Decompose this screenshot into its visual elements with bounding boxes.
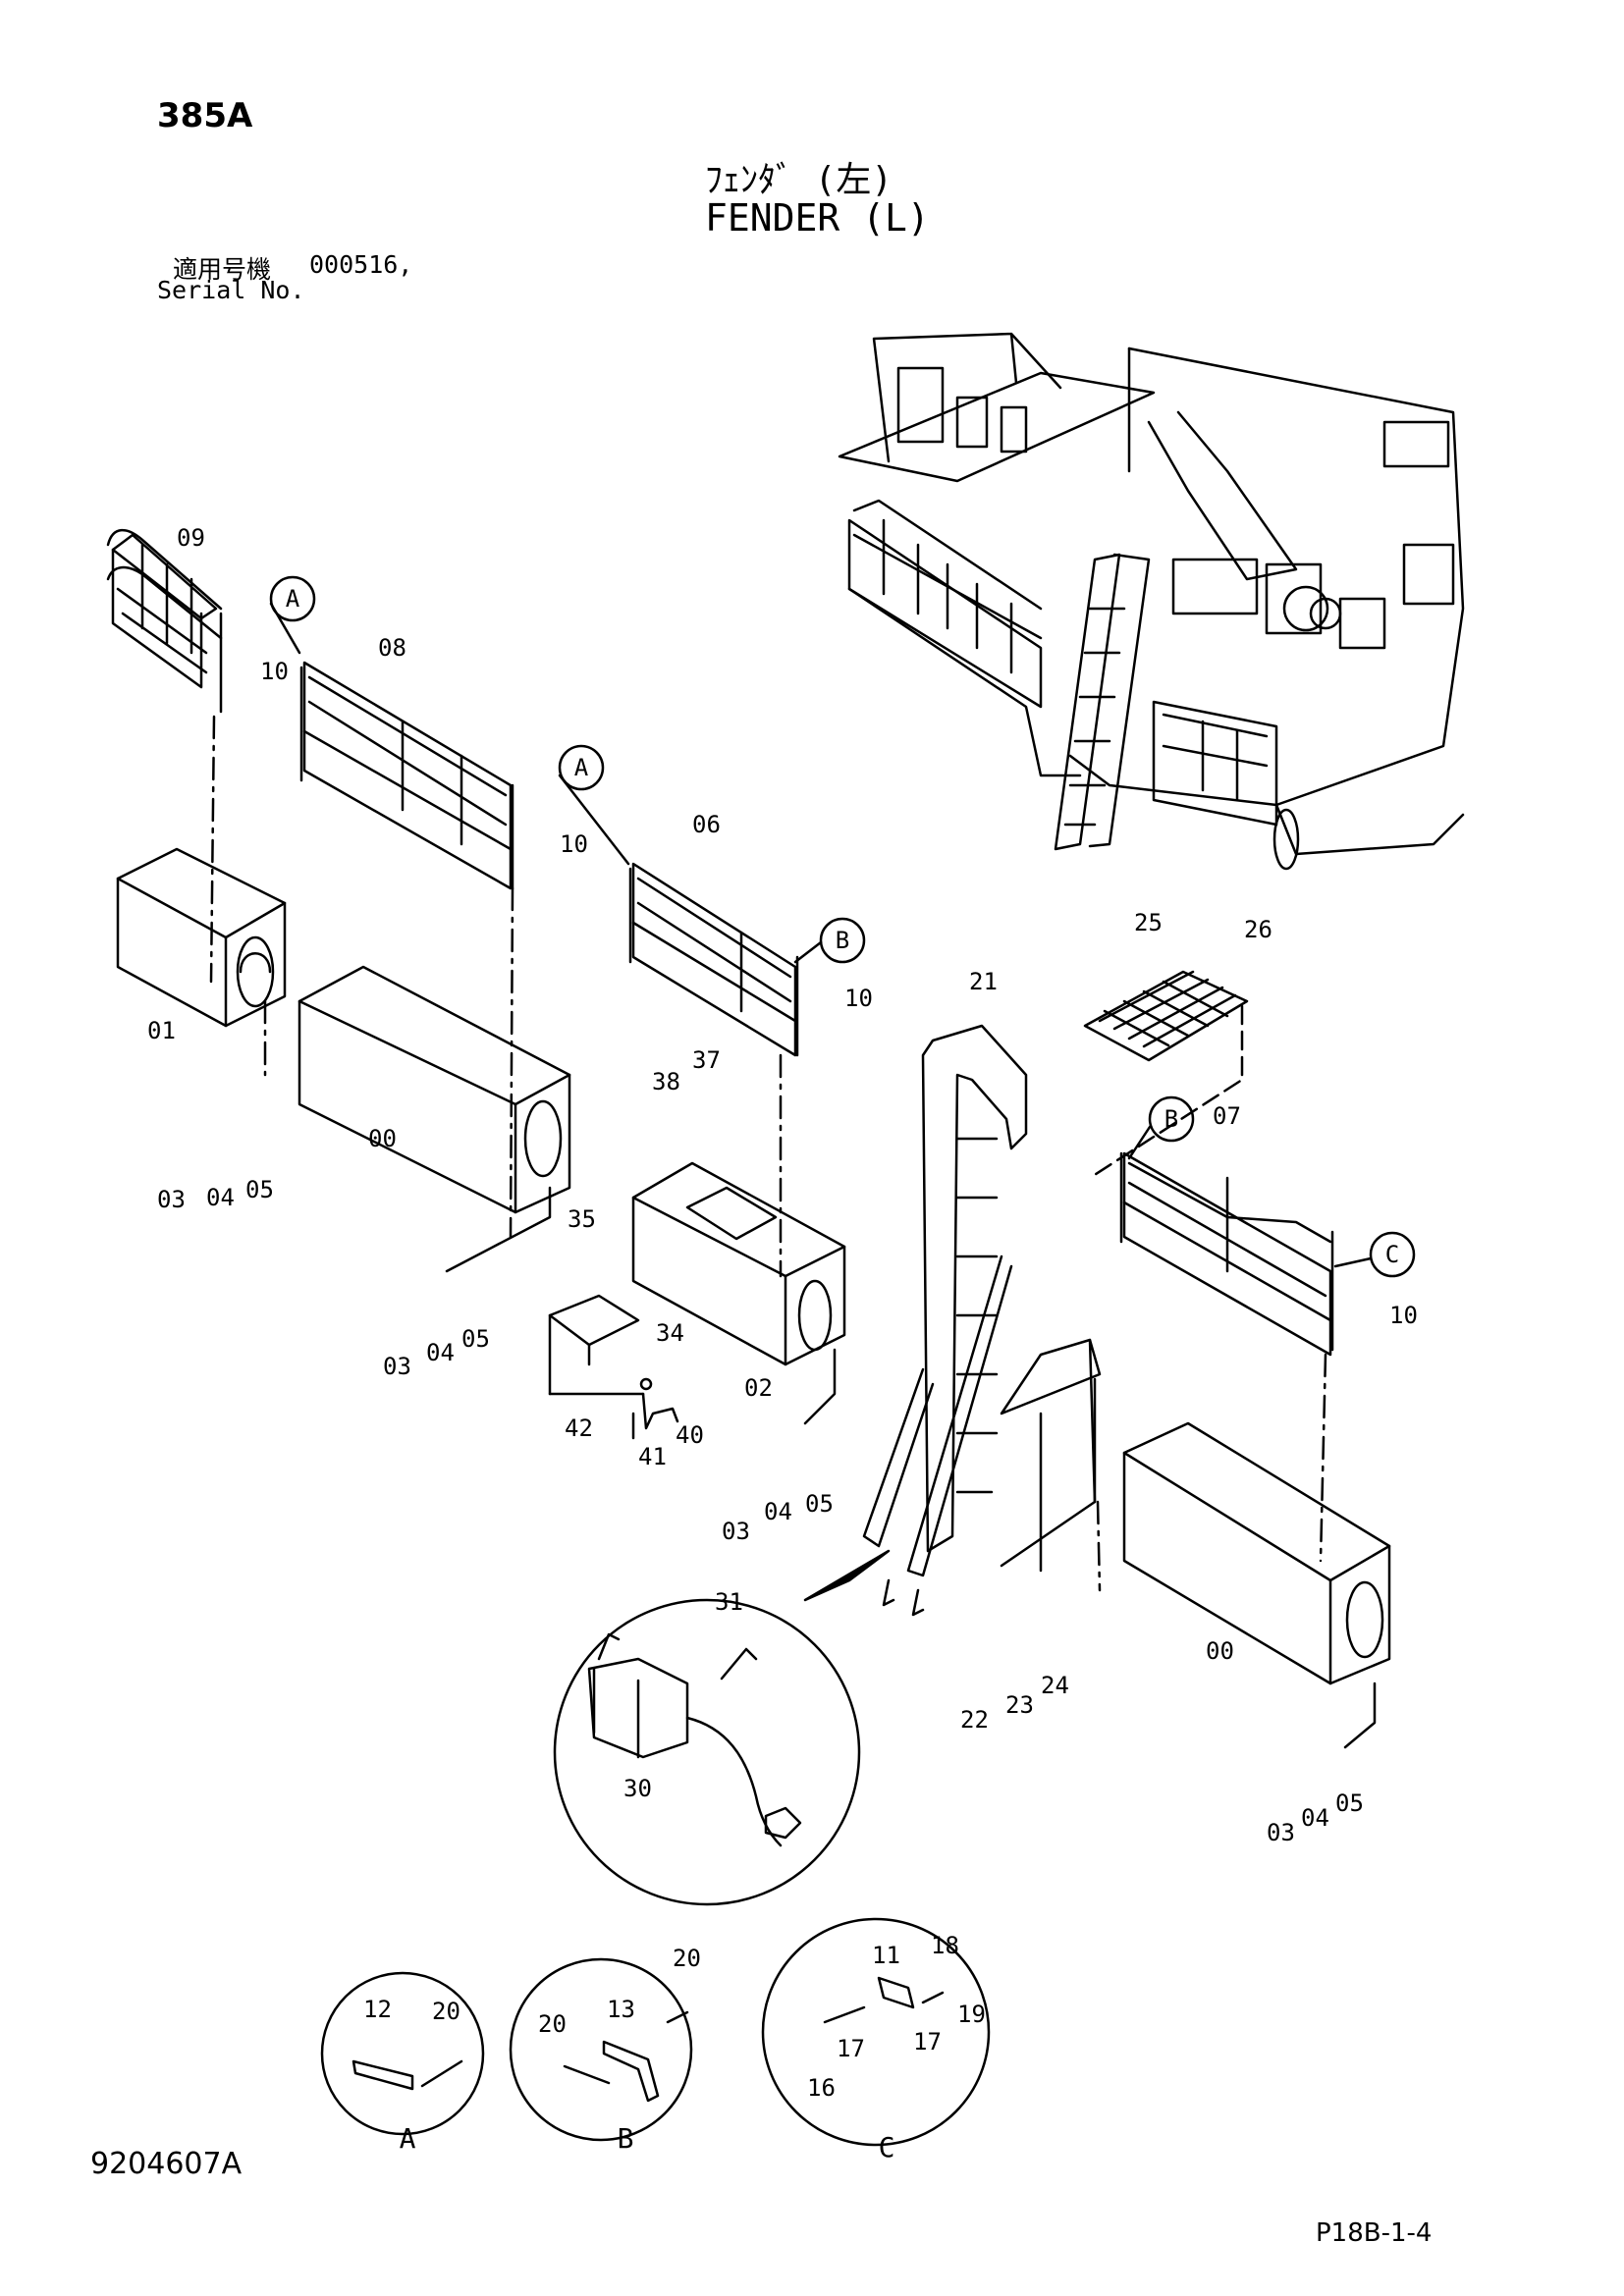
callout-number: 00 (368, 1125, 397, 1152)
callout-number: 10 (260, 658, 289, 685)
callout-number: 13 (607, 1996, 635, 2023)
callout-number: 11 (872, 1942, 900, 1969)
callout-number: 00 (1206, 1637, 1234, 1665)
callout-number: 03 (722, 1518, 750, 1545)
callout-number: 17 (913, 2028, 942, 2056)
callout-number: 23 (1005, 1691, 1034, 1719)
callout-number: 06 (692, 811, 721, 838)
callout-number: 34 (656, 1319, 684, 1347)
callout-number: 12 (363, 1996, 392, 2023)
callout-number: 22 (960, 1706, 989, 1734)
ladder-21 (862, 1024, 1028, 1617)
callout-number: 04 (1301, 1804, 1329, 1832)
callout-number: 18 (931, 1932, 959, 1959)
fender-box-00-left (298, 965, 571, 1273)
callout-number: 19 (957, 2001, 986, 2028)
detail-marker-c: C (1385, 1241, 1399, 1268)
callout-number: 05 (805, 1490, 834, 1518)
fender-box-00-right (1122, 1421, 1391, 1749)
callout-number: 24 (1041, 1672, 1069, 1699)
callout-number: 10 (560, 830, 588, 858)
handrail-06 (628, 862, 799, 1278)
callout-number: 01 (147, 1017, 176, 1044)
title-english: FENDER (L) (705, 196, 930, 240)
callout-number: 04 (764, 1498, 792, 1525)
detail-view-label-c: C (879, 2131, 895, 2163)
callout-number: 10 (1389, 1302, 1418, 1329)
handrail-07 (1119, 1151, 1334, 1563)
callout-number: 42 (565, 1415, 593, 1442)
callout-number: 20 (538, 2010, 567, 2038)
callout-number: 07 (1213, 1102, 1241, 1130)
serial-label-english: Serial No. (157, 276, 305, 304)
detail-view-b (509, 1957, 693, 2142)
callout-number: 04 (426, 1339, 455, 1366)
bracket-34 (548, 1294, 679, 1440)
callout-number: 40 (676, 1421, 704, 1449)
fender-box-01 (116, 847, 287, 1077)
callout-number: 21 (969, 968, 998, 995)
serial-number: 000516, (309, 250, 413, 279)
callout-number: 35 (568, 1205, 596, 1233)
callout-number: 03 (157, 1186, 186, 1213)
callout-number: 03 (1267, 1819, 1295, 1846)
callout-number: 08 (378, 634, 406, 662)
callout-number: 26 (1244, 916, 1272, 943)
callout-number: 04 (206, 1184, 235, 1211)
callout-number: 20 (673, 1945, 701, 1972)
detail-marker-b: B (836, 927, 849, 954)
model-number: 385A (157, 96, 253, 135)
callout-number: 20 (432, 1998, 460, 2025)
callout-number: 17 (837, 2035, 865, 2062)
detail-reference-markers (269, 575, 1416, 1278)
grating-25 (1083, 970, 1249, 1180)
switch-detail (553, 1549, 891, 1906)
callout-number: 09 (177, 524, 205, 552)
detail-view-label-b: B (618, 2122, 634, 2155)
callout-number: 30 (623, 1775, 652, 1802)
serial-label-japanese: 適用号機 (173, 255, 272, 284)
callout-number: 37 (692, 1046, 721, 1074)
detail-view-c (761, 1917, 991, 2147)
callout-number: 05 (245, 1176, 274, 1203)
support-bracket (1000, 1338, 1102, 1592)
handrail-08 (299, 661, 514, 1239)
callout-number: 16 (807, 2074, 836, 2102)
detail-view-a (320, 1971, 485, 2136)
callout-number: 25 (1134, 909, 1163, 936)
callout-number: 03 (383, 1353, 411, 1380)
callout-number: 05 (1335, 1789, 1364, 1817)
detail-view-label-a: A (400, 2122, 416, 2155)
machine-overview (838, 332, 1465, 871)
document-number: 9204607A (90, 2147, 243, 2181)
detail-marker-a: A (574, 754, 589, 781)
callout-number: 38 (652, 1068, 680, 1095)
page-reference: P18B-1-4 (1316, 2218, 1433, 2248)
detail-marker-b: B (1164, 1105, 1178, 1133)
fender-box-02 (631, 1161, 846, 1425)
callout-number: 41 (638, 1443, 667, 1470)
callout-number: 02 (744, 1374, 773, 1402)
detail-marker-a: A (286, 585, 300, 613)
title-japanese: ﾌｪﾝﾀﾞ (左) (705, 160, 893, 200)
callout-number: 05 (461, 1325, 490, 1353)
callout-number: 10 (844, 985, 873, 1012)
callout-number: 31 (715, 1588, 743, 1616)
handrail-09 (106, 528, 223, 984)
